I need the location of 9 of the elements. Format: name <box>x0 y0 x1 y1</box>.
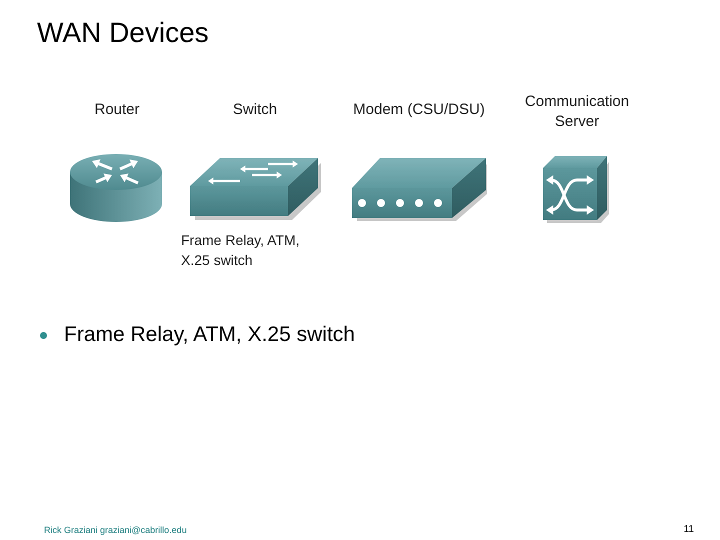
device-label: Switch <box>232 100 278 120</box>
page-number: 11 <box>684 524 694 535</box>
device-label: Modem (CSU/DSU) <box>352 100 486 120</box>
device-label: Router <box>93 100 141 120</box>
footer-author: Rick Graziani graziani@cabrillo.edu <box>44 525 187 535</box>
device-caption: Frame Relay, ATM, X.25 switch <box>181 231 301 270</box>
slide-title: WAN Devices <box>37 17 209 49</box>
bullet-text: Frame Relay, ATM, X.25 switch <box>64 323 355 347</box>
device-label: Communication Server <box>524 92 630 132</box>
